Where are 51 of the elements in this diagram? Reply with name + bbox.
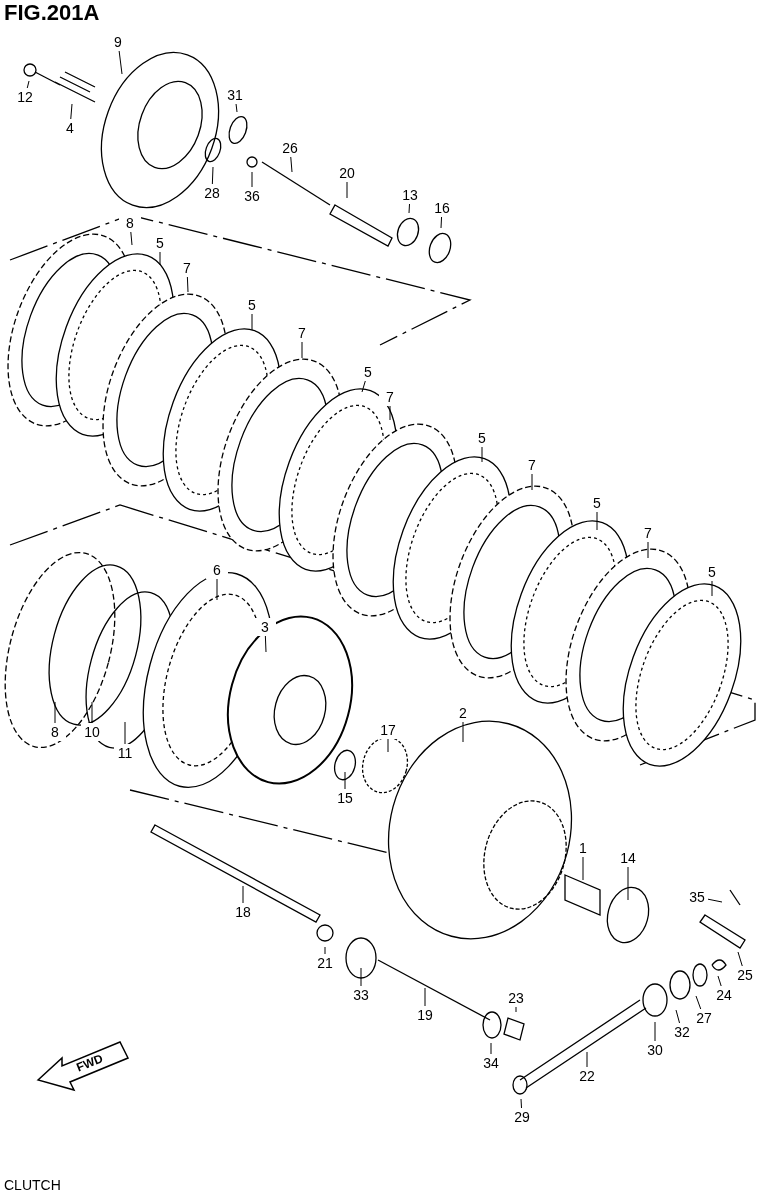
leader-line bbox=[118, 50, 123, 75]
leader-line bbox=[424, 987, 426, 1007]
leader-line bbox=[235, 103, 238, 113]
callout-number: 3 bbox=[254, 618, 276, 636]
leader-line bbox=[582, 856, 584, 881]
leader-line bbox=[389, 405, 391, 421]
leader-line bbox=[490, 1042, 492, 1055]
leader-line bbox=[124, 721, 126, 745]
leader-line bbox=[387, 738, 389, 753]
leader-line bbox=[596, 511, 598, 531]
leader-line bbox=[515, 1006, 517, 1013]
leader-line bbox=[408, 203, 410, 214]
leader-line bbox=[186, 276, 189, 293]
leader-line bbox=[324, 946, 326, 955]
callout-number: 10 bbox=[81, 723, 103, 741]
leader-line bbox=[586, 1051, 588, 1068]
leader-line bbox=[264, 635, 267, 653]
section-caption: CLUTCH bbox=[4, 1178, 61, 1192]
leader-line bbox=[346, 181, 348, 199]
leader-line bbox=[717, 975, 722, 987]
leader-line bbox=[301, 341, 303, 359]
leader-line bbox=[360, 967, 362, 987]
leader-line bbox=[251, 171, 253, 188]
leader-line bbox=[707, 898, 723, 903]
leader-line bbox=[251, 313, 253, 331]
leader-line bbox=[647, 541, 649, 559]
leader-line bbox=[654, 1021, 656, 1042]
leader-line bbox=[531, 473, 533, 491]
leader-line bbox=[344, 771, 346, 790]
direction-label: FWD bbox=[74, 1052, 105, 1074]
leader-line bbox=[675, 1009, 681, 1024]
figure-title: FIG.201A bbox=[4, 2, 100, 24]
leader-line bbox=[70, 103, 73, 120]
leader-line bbox=[216, 578, 218, 601]
leader-line bbox=[54, 701, 56, 724]
leader-line bbox=[242, 885, 244, 904]
leader-line bbox=[695, 995, 702, 1010]
leader-line bbox=[520, 1098, 522, 1109]
leader-line bbox=[361, 380, 366, 393]
leader-line bbox=[711, 580, 713, 597]
leader-line bbox=[91, 701, 93, 724]
leader-line bbox=[130, 231, 133, 246]
leader-line bbox=[462, 721, 464, 743]
leader-line bbox=[627, 866, 629, 901]
leader-line bbox=[26, 80, 30, 89]
leader-line bbox=[211, 166, 214, 185]
leader-line bbox=[440, 216, 443, 229]
leader-line bbox=[481, 446, 483, 463]
leader-line bbox=[737, 951, 743, 967]
leader-line bbox=[159, 251, 161, 266]
leader-line bbox=[290, 156, 293, 173]
